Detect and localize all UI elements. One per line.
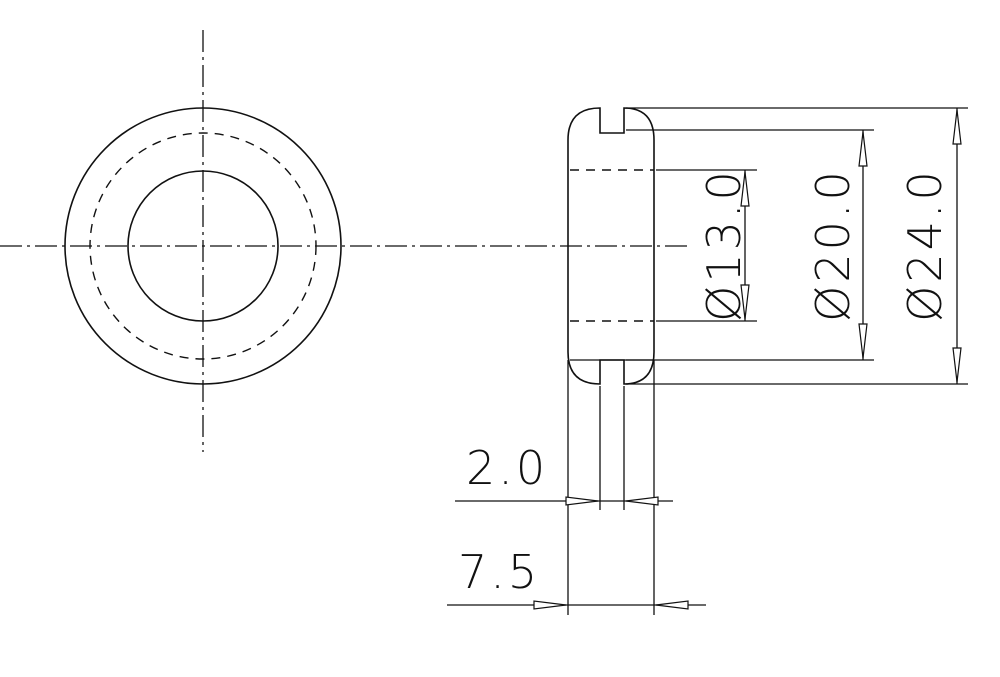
dim-text-thickness: 7.5 xyxy=(458,545,540,599)
arrow-groove-bottom xyxy=(858,323,868,359)
arrow-outer-top xyxy=(952,109,962,145)
arrow-outer-bottom xyxy=(952,347,962,383)
front-view xyxy=(64,30,342,452)
arrow-inner-bottom xyxy=(740,284,750,320)
arrow-inner-top xyxy=(740,171,750,207)
arrow-thickness-left xyxy=(533,600,567,610)
grommet-profile xyxy=(567,107,655,385)
arrow-groove-width-right xyxy=(625,496,659,506)
width-dimensions: 2.0 7.5 xyxy=(447,360,706,615)
dim-text-groove: Ø20.0 xyxy=(806,168,860,322)
dim-text-outer: Ø24.0 xyxy=(898,168,952,322)
arrow-thickness-right xyxy=(655,600,689,610)
arrow-groove-width-left xyxy=(565,496,599,506)
arrow-groove-top xyxy=(858,131,868,167)
dim-text-inner: Ø13.0 xyxy=(697,168,751,322)
dim-text-groove-width: 2.0 xyxy=(466,441,548,495)
diameter-dimensions: Ø13.0 Ø20.0 Ø24.0 xyxy=(626,107,968,385)
